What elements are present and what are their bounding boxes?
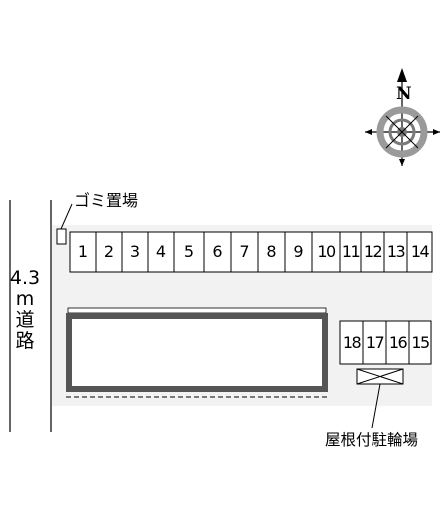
- parking-space-8: 8: [266, 242, 277, 261]
- parking-space-12: 12: [363, 242, 383, 261]
- north-label: N: [396, 84, 412, 104]
- parking-space-4: 4: [155, 242, 167, 261]
- parking-space-1: 1: [77, 242, 89, 261]
- parking-space-2: 2: [103, 242, 115, 261]
- parking-space-14: 14: [410, 242, 430, 261]
- garbage-leader-line: [60, 203, 73, 230]
- parking-space-11: 11: [341, 242, 361, 261]
- parking-space-16: 16: [388, 333, 408, 352]
- road-char-1: 道: [15, 309, 35, 331]
- parking-space-7: 7: [239, 242, 250, 261]
- parking-space-9: 9: [293, 242, 304, 261]
- parking-space-10: 10: [317, 242, 336, 261]
- parking-space-5: 5: [183, 242, 195, 261]
- road-width: 4.3: [9, 267, 41, 289]
- parking-space-15: 15: [411, 333, 430, 352]
- road-char-2: 路: [15, 330, 35, 352]
- building-inner: [72, 319, 322, 386]
- garbage-box: [56, 228, 67, 245]
- bicycle-parking-label: 屋根付駐輪場: [325, 431, 419, 449]
- parking-space-13: 13: [386, 242, 406, 261]
- right-parking-row: [339, 320, 432, 365]
- top-parking-row: [69, 231, 433, 273]
- compass-rose-icon: [365, 68, 440, 166]
- parking-space-6: 6: [212, 242, 223, 261]
- road-unit: m: [15, 288, 35, 310]
- parking-space-17: 17: [365, 333, 385, 352]
- garbage-label: ゴミ置場: [74, 191, 139, 210]
- parking-space-3: 3: [129, 242, 141, 261]
- road-label: 4.3 m 道 路: [5, 268, 45, 352]
- bicycle-leader-line: [371, 383, 381, 429]
- building-eave: [67, 307, 327, 314]
- parking-space-18: 18: [342, 333, 362, 352]
